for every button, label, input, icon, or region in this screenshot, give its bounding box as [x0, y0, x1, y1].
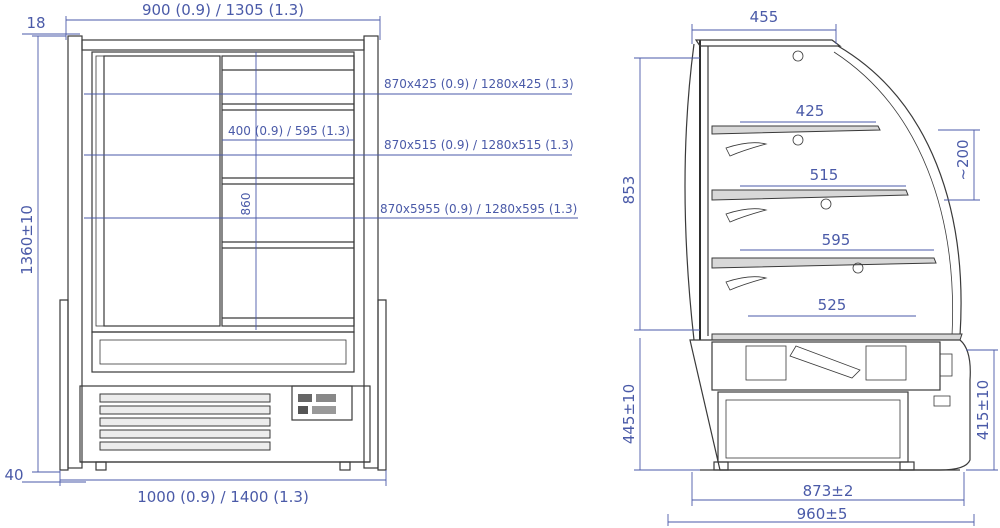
left-door: [103, 55, 221, 327]
vent-grille: [99, 393, 271, 451]
dim-top-width: 900 (0.9) / 1305 (1.3): [142, 1, 304, 19]
dim-bottom-width: 1000 (0.9) / 1400 (1.3): [137, 488, 309, 506]
top-canopy: [694, 39, 842, 47]
right-display: [221, 55, 355, 327]
side-view: [684, 39, 971, 471]
top-frame: [81, 39, 365, 51]
curved-glass: [837, 45, 962, 337]
dim-foot-height: 40: [4, 466, 23, 484]
lower-base: [689, 339, 971, 471]
control-panel: [291, 385, 353, 421]
left-post: [67, 35, 83, 469]
dim-frame-width: 18: [26, 14, 45, 32]
front-dimensions: 900 (0.9) / 1305 (1.3) 18 1360±10 870x42…: [4, 1, 578, 506]
base-trim: [91, 331, 355, 373]
dim-curve-offset: ~200: [954, 139, 972, 180]
dim-shelf-1: 870x425 (0.9) / 1280x425 (1.3): [384, 77, 574, 91]
side-dimensions: 455 425 515 595 525 853 ~200 445±10 415±…: [620, 8, 998, 526]
dim-total-height: 1360±10: [18, 205, 36, 275]
front-view: [59, 35, 387, 471]
dim-lower-height-left: 445±10: [620, 384, 638, 444]
dim-shelf-3-depth: 595: [822, 231, 851, 249]
dim-base-depth: 525: [818, 296, 847, 314]
dim-lower-height-right: 415±10: [974, 380, 992, 440]
dim-top-depth: 455: [750, 8, 779, 26]
dim-inner-height: 860: [239, 193, 253, 216]
shelves: [711, 125, 963, 341]
dim-shelf-3: 870x5955 (0.9) / 1280x595 (1.3): [380, 202, 577, 216]
dim-upper-height: 853: [620, 176, 638, 205]
dim-shelf-2: 870x515 (0.9) / 1280x515 (1.3): [384, 138, 574, 152]
base-frame: [717, 391, 909, 463]
dim-total-depth: 960±5: [797, 505, 848, 523]
dim-inner-width: 400 (0.9) / 595 (1.3): [228, 124, 350, 138]
right-post: [363, 35, 379, 469]
dim-shelf-1-depth: 425: [796, 102, 825, 120]
dim-inner-base-width: 873±2: [803, 482, 854, 500]
dim-shelf-2-depth: 515: [810, 166, 839, 184]
